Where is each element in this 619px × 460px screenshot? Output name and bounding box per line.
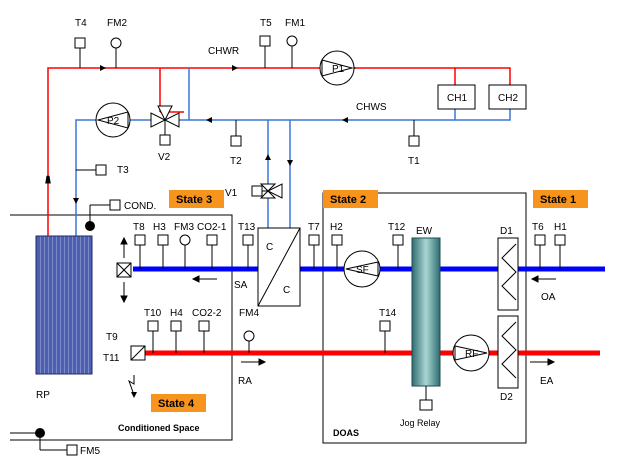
conditioned-space-label: Conditioned Space <box>118 423 200 433</box>
svg-text:C: C <box>266 242 273 253</box>
chws-label: CHWS <box>356 102 387 113</box>
cond-label: COND. <box>124 201 156 212</box>
svg-text:C: C <box>283 285 290 296</box>
svg-text:P2: P2 <box>107 116 120 127</box>
svg-text:EW: EW <box>416 226 433 237</box>
enclosures <box>10 192 527 444</box>
svg-text:State 1: State 1 <box>540 194 576 206</box>
state-badges: State 3 State 2 State 1 State 4 <box>151 190 588 412</box>
flow-arrows <box>45 65 356 204</box>
oa-label: OA <box>541 292 556 303</box>
cooling-coil-exchanger: C C <box>257 227 301 307</box>
t10-label: T10 <box>144 308 162 319</box>
t14-label: T14 <box>379 308 397 319</box>
svg-text:SF: SF <box>356 265 369 276</box>
return-fan: RF <box>452 334 490 372</box>
t7-label: T7 <box>308 222 320 233</box>
conditioned-space-boundary <box>10 214 233 441</box>
t8-label: T8 <box>133 222 145 233</box>
chiller-ch2: CH2 <box>488 84 527 110</box>
h3-label: H3 <box>153 222 166 233</box>
state-3-badge: State 3 <box>169 190 224 208</box>
t1-label: T1 <box>408 156 420 167</box>
ea-label: EA <box>540 376 554 387</box>
sensor-symbols <box>74 35 566 353</box>
t3-label: T3 <box>117 165 129 176</box>
damper-d1: D1 <box>497 226 519 311</box>
svg-text:State 3: State 3 <box>176 194 212 206</box>
svg-text:P1: P1 <box>332 64 345 75</box>
t13-label: T13 <box>238 222 256 233</box>
svg-text:V1: V1 <box>225 188 238 199</box>
supply-diffuser <box>116 262 132 278</box>
co2-2-label: CO2-2 <box>192 308 222 319</box>
t12-label: T12 <box>388 222 406 233</box>
chiller-ch1: CH1 <box>437 84 476 110</box>
valve-v2: V2 <box>150 105 180 163</box>
air-flow-arrows <box>120 236 556 366</box>
svg-text:D1: D1 <box>500 226 513 237</box>
fm1-label: FM1 <box>285 18 305 29</box>
enthalpy-wheel: EW Jog Relay <box>400 226 441 428</box>
state-2-badge: State 2 <box>323 190 378 208</box>
fm4-label: FM4 <box>239 308 259 319</box>
h2-label: H2 <box>330 222 343 233</box>
doas-label: DOAS <box>333 428 359 438</box>
t2-label: T2 <box>230 156 242 167</box>
pump-p2: P2 <box>95 102 131 138</box>
t9-label: T9 <box>106 332 118 343</box>
damper-d2: D2 <box>497 315 519 403</box>
svg-text:State 4: State 4 <box>158 398 195 410</box>
supply-fan: SF <box>343 250 381 288</box>
t11-label: T11 <box>103 353 120 364</box>
condensate-sensor: COND. <box>85 199 156 231</box>
t6-label: T6 <box>532 222 544 233</box>
fm3-label: FM3 <box>174 222 194 233</box>
return-grille <box>128 345 146 398</box>
svg-text:Jog Relay: Jog Relay <box>400 418 441 428</box>
pump-p1: P1 <box>319 50 355 86</box>
t5-label: T5 <box>260 18 272 29</box>
state-1-badge: State 1 <box>533 190 588 208</box>
svg-text:CH1: CH1 <box>447 93 467 104</box>
h4-label: H4 <box>170 308 183 319</box>
svg-text:D2: D2 <box>500 392 513 403</box>
state-4-badge: State 4 <box>151 394 206 412</box>
svg-text:CH2: CH2 <box>498 93 518 104</box>
rp-label: RP <box>36 390 50 401</box>
fm5-label: FM5 <box>80 446 100 457</box>
text-labels: T4 FM2 T5 FM1 CHWR CHWS T2 T1 T3 T8 H3 F… <box>75 18 567 438</box>
svg-text:V2: V2 <box>158 152 171 163</box>
chwr-label: CHWR <box>208 46 239 57</box>
sa-label: SA <box>234 280 248 291</box>
t4-label: T4 <box>75 18 87 29</box>
h1-label: H1 <box>554 222 567 233</box>
ra-label: RA <box>238 376 252 387</box>
svg-text:State 2: State 2 <box>330 194 366 206</box>
fm5-sensor: FM5 <box>10 428 100 457</box>
co2-1-label: CO2-1 <box>197 222 227 233</box>
doas-boundary <box>322 192 527 444</box>
svg-text:RF: RF <box>465 349 478 360</box>
radiant-panel: RP <box>35 235 93 401</box>
fm2-label: FM2 <box>107 18 127 29</box>
valve-v1: V1 <box>225 183 283 199</box>
